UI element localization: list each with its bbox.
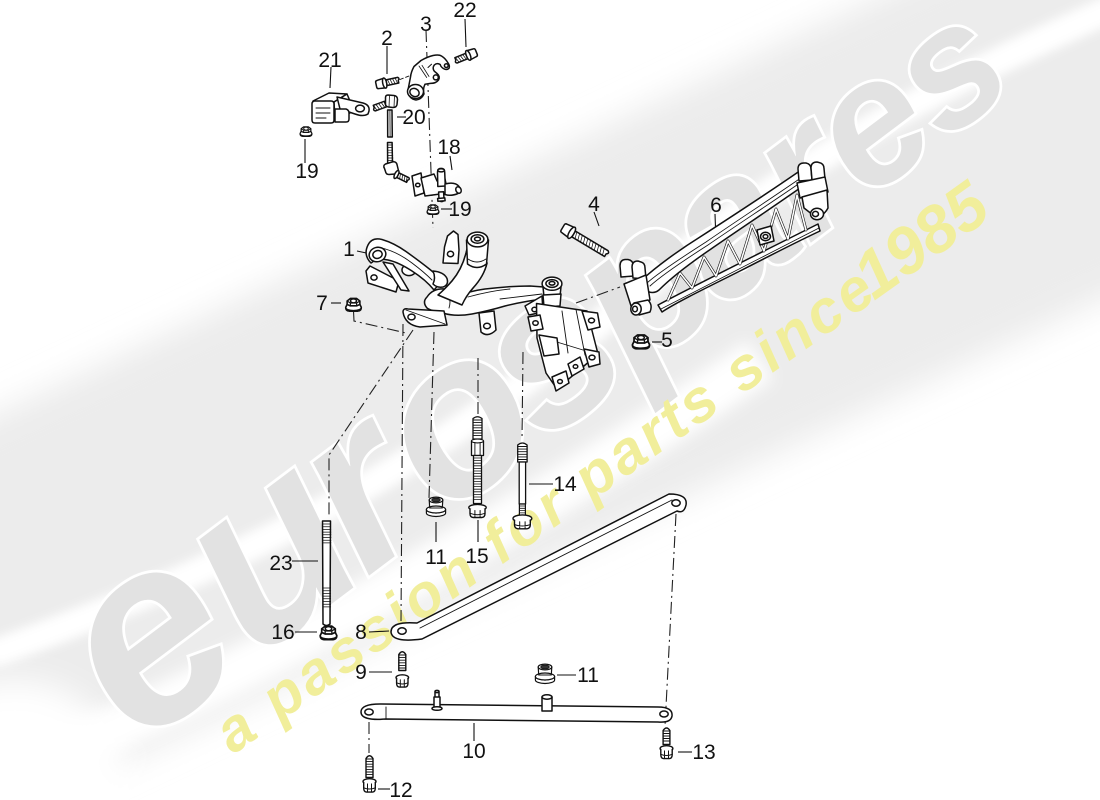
svg-text:19: 19 <box>448 198 471 221</box>
svg-text:22: 22 <box>453 0 476 22</box>
svg-text:2: 2 <box>381 27 393 50</box>
svg-text:15: 15 <box>465 545 488 568</box>
svg-text:21: 21 <box>318 49 341 72</box>
svg-text:16: 16 <box>271 621 294 644</box>
svg-text:19: 19 <box>295 160 318 183</box>
svg-text:9: 9 <box>355 661 367 684</box>
svg-text:11: 11 <box>425 546 447 569</box>
svg-text:18: 18 <box>437 136 460 159</box>
svg-text:8: 8 <box>355 621 367 644</box>
svg-text:3: 3 <box>420 13 432 36</box>
svg-text:6: 6 <box>710 194 722 217</box>
svg-text:20: 20 <box>402 106 425 129</box>
svg-text:5: 5 <box>661 329 673 352</box>
svg-text:23: 23 <box>269 552 292 575</box>
svg-text:1: 1 <box>343 238 355 261</box>
svg-text:14: 14 <box>553 473 577 496</box>
svg-text:7: 7 <box>316 292 328 315</box>
svg-text:11: 11 <box>577 664 599 687</box>
svg-text:4: 4 <box>588 193 600 216</box>
svg-text:10: 10 <box>462 740 485 763</box>
svg-text:12: 12 <box>389 779 412 800</box>
svg-text:13: 13 <box>692 741 715 764</box>
